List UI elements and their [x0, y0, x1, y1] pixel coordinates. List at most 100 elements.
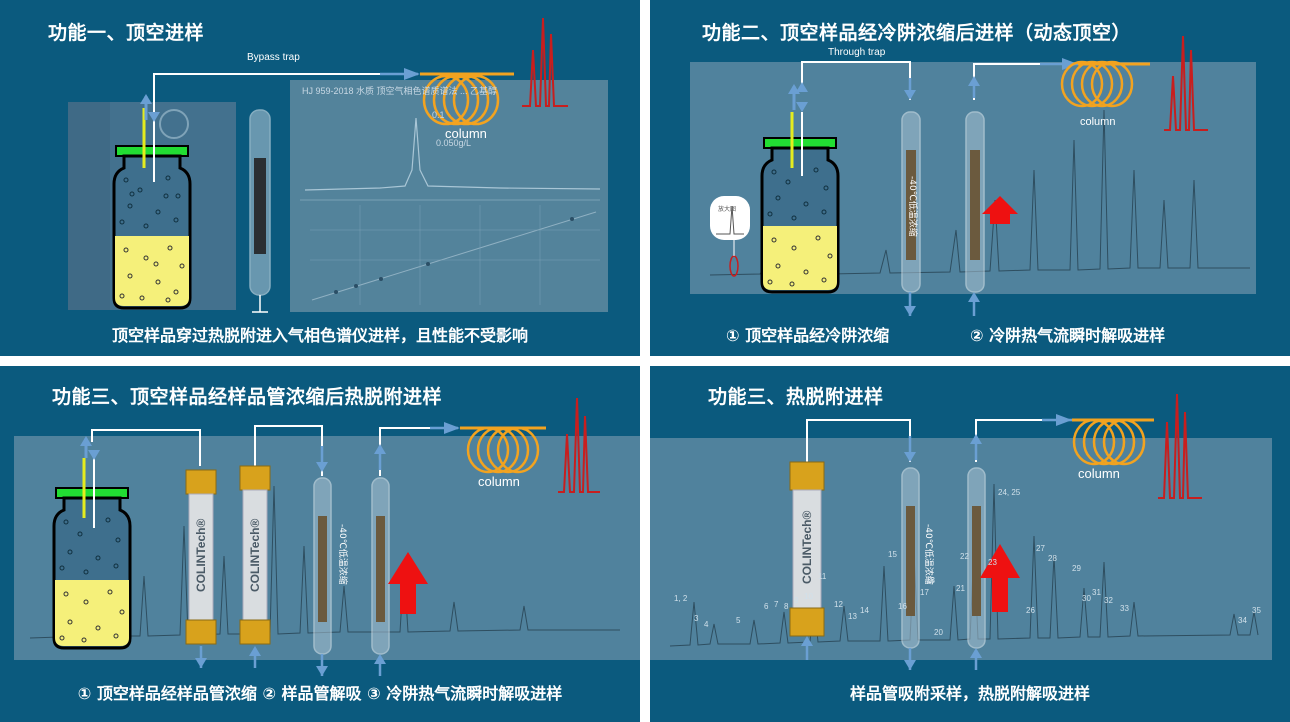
certificate-stripe [68, 102, 110, 310]
panel-caption-step2: ② 冷阱热气流瞬时解吸进样 [970, 326, 1166, 345]
peak-label: 11 [818, 572, 827, 581]
sample-tube [789, 461, 825, 637]
peak-label: 1, 2 [674, 594, 688, 603]
bypass-trap-label: Bypass trap [247, 52, 300, 63]
arrowhead [148, 112, 160, 122]
column-label: column [1078, 466, 1120, 481]
panel-title: 功能二、顶空样品经冷阱浓缩后进样（动态顶空） [702, 22, 1132, 44]
peak-label: 35 [1252, 606, 1261, 615]
panel-caption: 样品管吸附采样，热脱附解吸进样 [849, 684, 1090, 703]
headspace-vial [112, 108, 192, 310]
peak-label: 13 [848, 612, 857, 621]
chromatogram-peaks [1164, 35, 1208, 131]
peak-label: 18 [926, 576, 935, 585]
peak-label: 8 [784, 602, 789, 611]
brand-label: COLINTech® [248, 518, 262, 592]
panel-thermal-desorption: 功能三、热脱附进样 [650, 366, 1290, 722]
arrowhead [968, 76, 980, 86]
calibration-point [426, 262, 430, 266]
peak-label: 24, 25 [998, 488, 1021, 497]
column-label: column [478, 474, 520, 489]
arrowhead [904, 306, 916, 316]
arrowhead [404, 68, 420, 80]
headspace-vial [760, 112, 840, 294]
arrowhead [80, 436, 92, 446]
sample-tube-1 [185, 469, 217, 645]
diagram-tube-concentration [14, 397, 640, 676]
doc-value: 0.050g/L [436, 138, 472, 148]
arrowhead [968, 292, 980, 302]
arrowhead [801, 636, 813, 646]
doc-chromatogram [304, 117, 601, 191]
peak-label: 16 [898, 602, 907, 611]
panel-caption: ① 顶空样品经样品管浓缩 ② 样品管解吸 ③ 冷阱热气流瞬时解吸进样 [77, 684, 563, 703]
arrowhead [195, 658, 207, 668]
peak-label: 30 [1082, 594, 1091, 603]
calibration-point [570, 217, 574, 221]
tube-label: -40℃低温浓缩 [337, 524, 347, 585]
arrowhead [1056, 414, 1072, 426]
arrowhead [88, 450, 100, 460]
peak-label: 27 [1036, 544, 1045, 553]
peak-label: 23 [988, 558, 997, 567]
certificate-seal [159, 109, 189, 139]
panel-tube-concentration: 功能三、顶空样品经样品管浓缩后热脱附进样 [0, 366, 640, 722]
peak-label: 32 [1104, 596, 1113, 605]
desorption-tube [249, 109, 271, 313]
calibration-point [379, 277, 383, 281]
peak-label: 5 [736, 616, 741, 625]
red-heat-arrow [980, 544, 1020, 612]
peak-label: 15 [888, 550, 897, 559]
column-coil [1072, 418, 1146, 466]
diagram-thermal-desorption [650, 393, 1272, 670]
peak-label: 3 [694, 614, 699, 623]
flow-line [91, 429, 201, 466]
inset-peak [716, 205, 744, 235]
arrowhead [904, 90, 916, 100]
peak-label: 28 [1048, 554, 1057, 563]
peak-label: 34 [1238, 616, 1247, 625]
arrowhead [374, 654, 386, 664]
column-coil [1060, 60, 1134, 108]
peak-label: 4 [704, 620, 709, 629]
cold-trap-tube-desorb [967, 467, 986, 649]
peak-label: 7 [774, 600, 779, 609]
peak-label: 6 [764, 602, 769, 611]
peak-label: 31 [1092, 588, 1101, 597]
arrowhead [904, 660, 916, 670]
column-coil [422, 74, 500, 126]
peak-label: 26 [1026, 606, 1035, 615]
panel-caption: 顶空样品穿过热脱附进入气相色谱仪进样，且性能不受影响 [111, 326, 528, 345]
arrowhead [316, 462, 328, 472]
cold-trap-tube-desorb [371, 477, 390, 655]
chromatogram-peaks [1158, 393, 1202, 499]
arrowhead [1062, 58, 1078, 70]
arrowhead [796, 82, 808, 92]
tube-label: -40℃低温浓缩 [907, 176, 917, 237]
peak-label: 21 [956, 584, 965, 593]
cold-trap-tube-desorb [965, 111, 985, 293]
red-heat-arrow [982, 196, 1018, 224]
peak-label: 10 [804, 592, 813, 601]
peak-label: 22 [960, 552, 969, 561]
liquid-bubbles [119, 245, 185, 303]
arrowhead [316, 666, 328, 676]
column-coil [466, 426, 540, 474]
doc-grid [310, 205, 600, 305]
headspace-vial [52, 458, 132, 650]
panel-title: 功能一、顶空进样 [48, 22, 205, 44]
doc-header: HJ 959-2018 水质 顶空气相色谱质谱法 ... 乙基醇 [302, 86, 498, 96]
peak-label: 14 [860, 606, 869, 615]
cold-trap-tube [901, 467, 920, 649]
chromatogram-peaks [522, 17, 568, 107]
red-heat-arrow [388, 552, 428, 614]
arrowhead [970, 434, 982, 444]
peak-label: 9 [794, 596, 799, 605]
calibration-point [354, 284, 358, 288]
doc-calibration-line [311, 211, 597, 301]
column-label: column [445, 126, 487, 141]
arrowhead [249, 646, 261, 656]
peak-label: 12 [834, 600, 843, 609]
arrowhead [374, 444, 386, 454]
chromatogram-peaks [558, 397, 600, 493]
